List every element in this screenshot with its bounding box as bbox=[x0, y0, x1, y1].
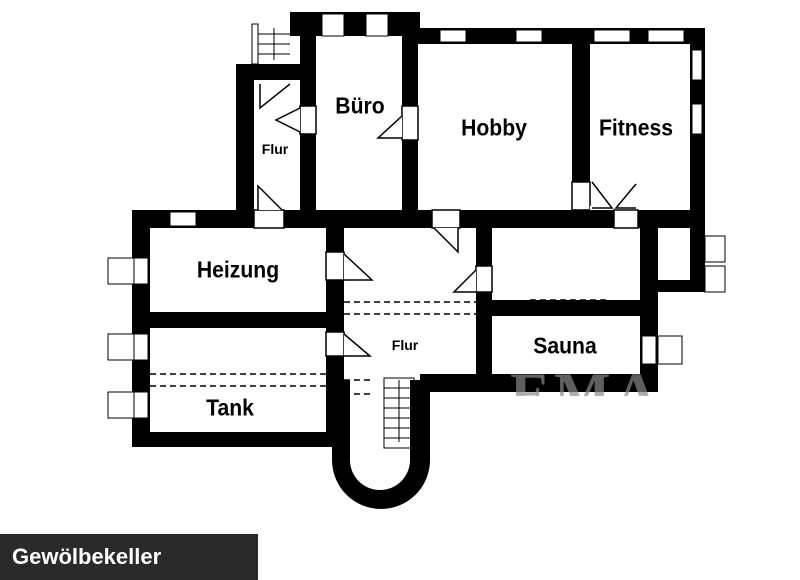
doors bbox=[253, 80, 639, 357]
room-label-tank: Tank bbox=[206, 394, 254, 421]
room-label-sauna: Sauna bbox=[533, 332, 597, 359]
walls bbox=[132, 12, 705, 509]
room-label-buero: Büro bbox=[335, 92, 385, 119]
room-label-hobby: Hobby bbox=[461, 114, 527, 141]
watermark: EMA bbox=[510, 361, 662, 427]
room-label-heizung: Heizung bbox=[196, 256, 280, 283]
stairs bbox=[251, 23, 415, 449]
floor-title: Gewölbekeller bbox=[0, 534, 258, 580]
dashed-lines bbox=[150, 232, 655, 395]
windows bbox=[107, 13, 726, 419]
room-label-fitness: Fitness bbox=[598, 114, 674, 141]
room-label-flur-center: Flur bbox=[391, 337, 419, 353]
room-label-flur-upper: Flur bbox=[261, 141, 289, 157]
